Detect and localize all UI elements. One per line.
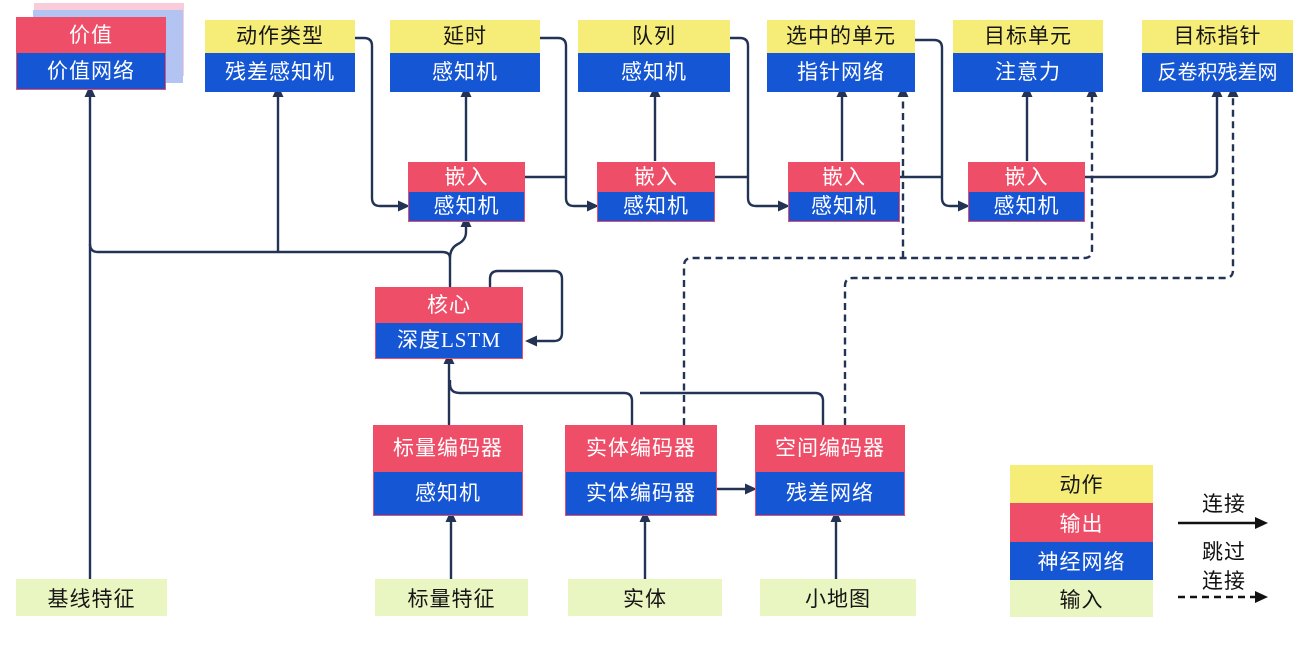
embed-1: 嵌入 感知机 xyxy=(408,162,525,222)
encoder-entity-network: 实体编码器 xyxy=(565,472,717,516)
head-value-network-label: 价值网络 xyxy=(16,53,166,90)
head-delay: 延时 感知机 xyxy=(390,20,540,92)
encoder-entity-label: 实体编码器 xyxy=(565,425,717,472)
embed-3-label: 嵌入 xyxy=(788,162,900,192)
legend-dashed-arrow-label-line1: 跳过 xyxy=(1202,540,1246,564)
head-queue: 队列 感知机 xyxy=(578,20,730,92)
input-entities: 实体 xyxy=(568,579,722,616)
edge-actiontype-to-embed1 xyxy=(355,36,410,212)
encoder-entity: 实体编码器 实体编码器 xyxy=(565,425,717,516)
legend-solid-arrow-label: 连接 xyxy=(1202,492,1246,516)
edge-selected-to-embed4 xyxy=(915,38,970,212)
head-target-point: 目标指针 反卷积残差网 xyxy=(1142,20,1293,92)
legend-action-label: 动作 xyxy=(1010,465,1153,503)
embed-4: 嵌入 感知机 xyxy=(968,162,1085,222)
encoder-scalar-label: 标量编码器 xyxy=(373,425,523,472)
head-queue-label: 队列 xyxy=(578,20,730,53)
embed-4-network: 感知机 xyxy=(968,192,1085,222)
input-baseline-features: 基线特征 xyxy=(16,579,167,616)
edge-delay-to-embed2 xyxy=(540,36,599,212)
core: 核心 深度LSTM xyxy=(375,287,523,359)
head-value: 价值 价值网络 xyxy=(16,17,166,90)
edge-spatialenc-to-core xyxy=(640,391,825,425)
legend-color-key: 动作 输出 神经网络 输入 xyxy=(1010,465,1153,617)
legend-output-label: 输出 xyxy=(1010,503,1153,542)
head-action-type: 动作类型 残差感知机 xyxy=(205,20,355,92)
input-scalar-features: 标量特征 xyxy=(375,579,528,616)
head-delay-network: 感知机 xyxy=(390,53,540,92)
edge-core-to-embed1 xyxy=(448,215,472,259)
core-network: 深度LSTM xyxy=(375,323,523,359)
head-action-type-network: 残差感知机 xyxy=(205,53,355,92)
edge-entityenc-to-core xyxy=(448,380,634,425)
encoder-scalar: 标量编码器 感知机 xyxy=(373,425,523,516)
legend-network-label: 神经网络 xyxy=(1010,542,1153,580)
head-delay-label: 延时 xyxy=(390,20,540,53)
encoder-spatial-network: 残差网络 xyxy=(755,472,905,516)
embed-2-network: 感知机 xyxy=(597,192,715,222)
head-queue-network: 感知机 xyxy=(578,53,730,92)
head-selected-units-label: 选中的单元 xyxy=(767,20,915,53)
head-target-point-network: 反卷积残差网 xyxy=(1142,53,1293,92)
edge-queue-to-embed3 xyxy=(730,36,790,212)
head-target-unit-label: 目标单元 xyxy=(953,20,1103,53)
head-value-output-label: 价值 xyxy=(16,17,166,53)
edge-core-branch-left xyxy=(88,243,452,287)
embed-3-network: 感知机 xyxy=(788,192,900,222)
head-selected-units: 选中的单元 指针网络 xyxy=(767,20,915,92)
embed-2: 嵌入 感知机 xyxy=(597,162,715,222)
legend-input-label: 输入 xyxy=(1010,580,1153,617)
input-minimap: 小地图 xyxy=(760,579,916,616)
encoder-spatial: 空间编码器 残差网络 xyxy=(755,425,905,516)
embed-2-label: 嵌入 xyxy=(597,162,715,192)
legend-dashed-arrow-label-line2: 连接 xyxy=(1202,569,1246,593)
embed-4-label: 嵌入 xyxy=(968,162,1085,192)
skip-spatialenc-to-deconv xyxy=(843,85,1239,425)
embed-1-network: 感知机 xyxy=(408,192,525,222)
head-target-point-label: 目标指针 xyxy=(1142,20,1293,53)
encoder-scalar-network: 感知机 xyxy=(373,472,523,516)
skip-entityenc-to-attention xyxy=(682,85,1098,425)
head-target-unit: 目标单元 注意力 xyxy=(953,20,1103,92)
head-action-type-label: 动作类型 xyxy=(205,20,355,53)
embed-1-label: 嵌入 xyxy=(408,162,525,192)
edge-core-selfloop xyxy=(488,269,564,347)
head-target-unit-network: 注意力 xyxy=(953,53,1103,92)
encoder-spatial-label: 空间编码器 xyxy=(755,425,905,472)
embed-3: 嵌入 感知机 xyxy=(788,162,900,222)
edge-embed4-to-targetpoint xyxy=(1085,85,1223,179)
head-selected-units-network: 指针网络 xyxy=(767,53,915,92)
core-label: 核心 xyxy=(375,287,523,323)
